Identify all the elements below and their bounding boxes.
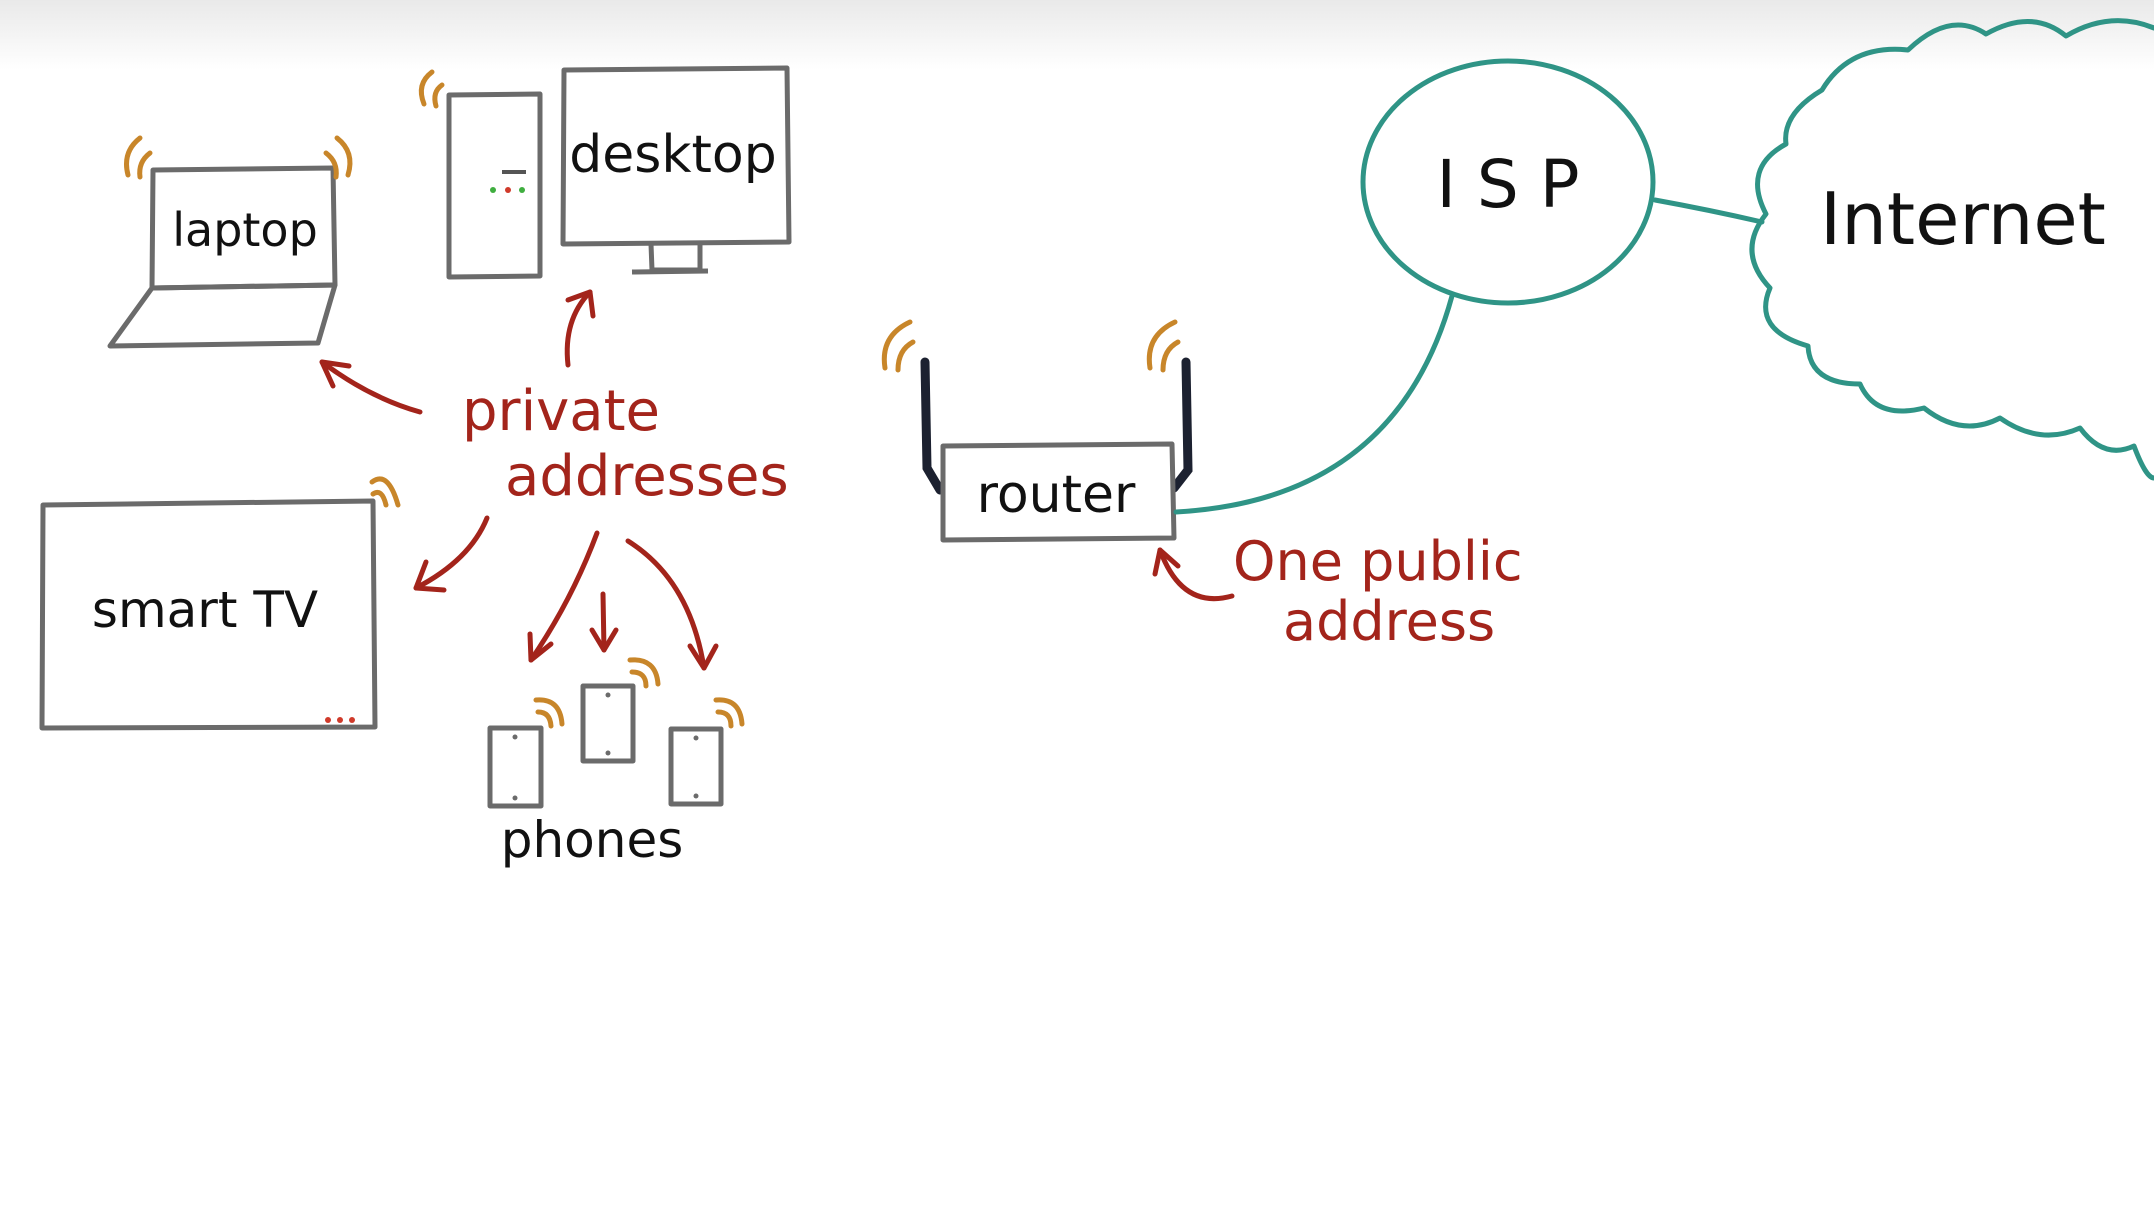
private-label-line1: private — [462, 379, 660, 444]
private-arrows — [319, 289, 719, 671]
monitor-base — [631, 268, 709, 275]
monitor-neck — [648, 243, 703, 273]
private-label-line2: addresses — [505, 444, 789, 509]
phones-label: phones — [501, 811, 684, 869]
arrow-to-phone-right — [625, 538, 719, 671]
router-label: router — [977, 465, 1136, 525]
laptop — [107, 135, 353, 349]
router-box — [940, 441, 1177, 543]
antenna-right — [1169, 357, 1193, 493]
tv-screen — [39, 498, 378, 731]
desktop-tower — [446, 91, 543, 280]
arrow-to-phone-left — [527, 530, 600, 663]
smart-tv — [39, 476, 401, 731]
wifi-icon — [881, 319, 1181, 373]
wifi-icon — [369, 476, 401, 508]
tv-led-icon — [337, 717, 343, 723]
desktop — [418, 65, 792, 280]
arrow-to-laptop — [319, 359, 423, 415]
isp-node — [1360, 58, 1656, 306]
laptop-keyboard — [107, 282, 338, 349]
arrow-to-tv — [413, 515, 490, 593]
arrow-to-desktop — [564, 289, 596, 368]
router — [881, 319, 1193, 543]
wifi-icon — [124, 135, 353, 180]
router-isp-link — [1173, 293, 1455, 515]
smart-tv-label: smart TV — [92, 581, 318, 639]
public-label-line2: address — [1283, 590, 1495, 653]
arrow-to-phone-middle — [589, 591, 619, 653]
desktop-label: desktop — [569, 125, 776, 185]
desktop-monitor — [560, 65, 792, 247]
phone-middle — [580, 683, 636, 764]
isp-label: I S P — [1436, 146, 1579, 223]
power-led-icon — [490, 187, 496, 193]
phones — [487, 657, 745, 809]
internet-label: Internet — [1820, 177, 2106, 261]
status-led-icon — [519, 187, 525, 193]
internet-cloud — [1749, 18, 2154, 481]
public-label-line1: One public — [1233, 530, 1523, 593]
phone-left — [487, 725, 544, 809]
tv-led-icon — [325, 717, 331, 723]
wifi-icon — [533, 657, 745, 729]
activity-led-icon — [505, 187, 511, 193]
laptop-label: laptop — [172, 203, 318, 257]
tv-led-icon — [349, 717, 355, 723]
phone-right — [668, 726, 724, 807]
wifi-icon — [418, 69, 445, 109]
top-shadow — [0, 0, 2154, 70]
antenna-left — [920, 357, 945, 495]
arrow-to-router — [1152, 547, 1235, 602]
isp-internet-link — [1652, 197, 1765, 225]
